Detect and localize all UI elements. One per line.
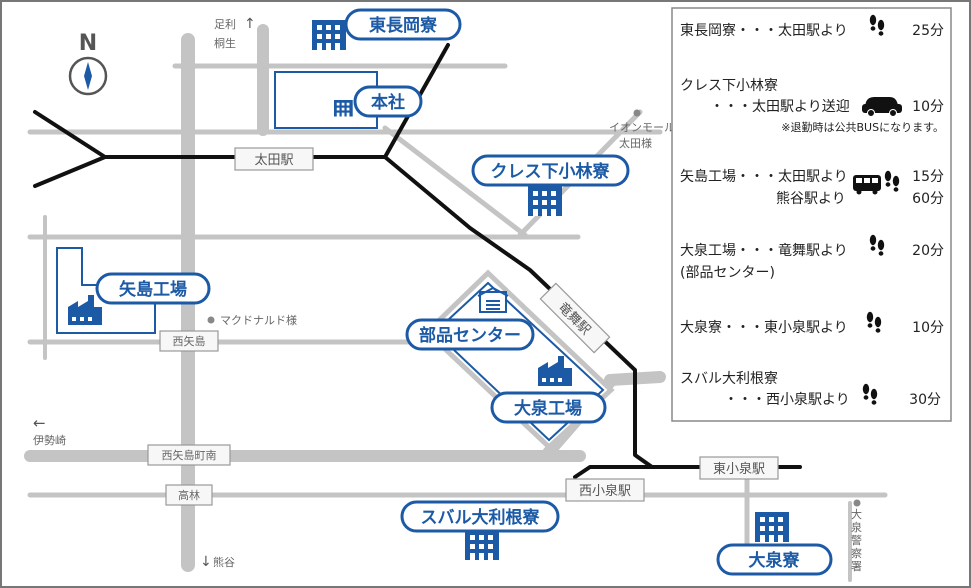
facility-subaru-label: スバル大利根寮	[421, 507, 540, 528]
svg-text:察: 察	[851, 546, 862, 560]
aeon-marker-icon	[633, 109, 641, 117]
svg-text:矢島工場・・・太田駅より: 矢島工場・・・太田駅より	[680, 169, 848, 185]
station-nishiyajima-label: 西矢島	[173, 334, 206, 348]
facility-honsha-label: 本社	[371, 92, 405, 113]
landmark-aeon-line1: イオンモール	[609, 121, 675, 134]
station-nishiyajima-cho-minami: 西矢島町南	[147, 444, 231, 466]
oizumi-ryo-building-icon	[755, 512, 789, 542]
facility-yajima-label: 矢島工場	[119, 279, 187, 300]
compass-north-label: N	[79, 31, 97, 56]
station-nishi-koizumi: 西小泉駅	[565, 478, 645, 502]
honsha-outline	[274, 71, 378, 129]
direction-isesaki: 伊勢崎	[33, 433, 66, 447]
svg-text:10分: 10分	[912, 320, 944, 336]
svg-text:署: 署	[851, 560, 862, 573]
svg-text:・・・太田駅より送迎: ・・・太田駅より送迎	[710, 99, 850, 115]
legend-row-higashi-nagaoka: 東長岡寮・・・太田駅より 25分	[680, 14, 944, 39]
station-ota-label: 太田駅	[254, 153, 293, 168]
legend-row-kuresu: クレス下小林寮 ・・・太田駅より送迎 10分 ※退勤時は公共BUSになります。	[680, 77, 944, 134]
svg-text:30分: 30分	[909, 392, 941, 408]
station-nishiyajima-cho-minami-label: 西矢島町南	[162, 448, 217, 462]
landmark-aeon-line2: 太田様	[619, 136, 652, 150]
svg-text:泉: 泉	[851, 520, 862, 534]
facility-buhin-label: 部品センター	[419, 325, 521, 346]
svg-text:60分: 60分	[912, 191, 944, 207]
facility-higashi-nagaoka[interactable]: 東長岡寮	[344, 8, 462, 41]
facility-oizumi-koujou[interactable]: 大泉工場	[490, 391, 607, 424]
station-nishiyajima: 西矢島	[159, 330, 219, 352]
compass: N	[68, 31, 108, 96]
legend-panel: 東長岡寮・・・太田駅より 25分 クレス下小林寮 ・・・太田駅より送迎 10分 …	[671, 7, 952, 422]
station-nishi-koizumi-label: 西小泉駅	[579, 483, 631, 499]
svg-text:熊谷駅より: 熊谷駅より	[776, 191, 846, 207]
subaru-building-icon	[465, 530, 499, 560]
svg-text:25分: 25分	[912, 23, 944, 39]
legend-row-yajima: 矢島工場・・・太田駅より 熊谷駅より 15分 60分	[680, 169, 944, 207]
svg-text:※退勤時は公共BUSになります。: ※退勤時は公共BUSになります。	[781, 121, 944, 134]
svg-text:スバル大利根寮: スバル大利根寮	[680, 370, 778, 387]
station-higashi-koizumi-label: 東小泉駅	[713, 461, 765, 477]
legend-row-oizumi-ryo: 大泉寮・・・東小泉駅より 10分	[680, 311, 944, 336]
facility-yajima[interactable]: 矢島工場	[95, 272, 211, 305]
direction-kumagaya: 熊谷	[213, 555, 235, 569]
honsha-building-icon	[334, 100, 353, 117]
car-icon	[862, 97, 902, 117]
svg-text:大泉寮・・・東小泉駅より: 大泉寮・・・東小泉駅より	[680, 319, 848, 336]
svg-text:警: 警	[851, 533, 862, 547]
legend-row-subaru: スバル大利根寮 ・・・西小泉駅より 30分	[680, 370, 941, 408]
arrow-left-icon: ←	[33, 414, 46, 432]
station-higashi-koizumi: 東小泉駅	[699, 456, 779, 480]
svg-text:・・・西小泉駅より: ・・・西小泉駅より	[724, 391, 850, 408]
svg-text:大泉工場・・・竜舞駅より: 大泉工場・・・竜舞駅より	[680, 242, 848, 259]
station-takabayashi-label: 高林	[178, 488, 200, 502]
arrow-down-icon: ↓	[200, 554, 212, 570]
legend-row-oizumi-koujou: 大泉工場・・・竜舞駅より (部品センター) 20分	[680, 234, 944, 281]
warehouse-icon	[477, 286, 509, 313]
facility-buhin[interactable]: 部品センター	[405, 318, 535, 351]
facility-higashi-nagaoka-label: 東長岡寮	[369, 15, 437, 36]
facility-oizumi-ryo[interactable]: 大泉寮	[716, 543, 833, 576]
svg-text:東長岡寮・・・太田駅より: 東長岡寮・・・太田駅より	[680, 22, 848, 39]
landmark-police: 大 泉 警 察 署	[851, 507, 862, 573]
landmark-mcdonalds: マクドナルド様	[220, 313, 297, 327]
higashi-nagaoka-building-icon	[312, 20, 346, 50]
police-marker-icon	[853, 499, 861, 507]
direction-ashikaga: 足利	[214, 18, 236, 31]
station-takabayashi: 高林	[165, 484, 213, 506]
svg-text:(部品センター): (部品センター)	[680, 265, 775, 281]
facility-kuresu-label: クレス下小林寮	[491, 161, 610, 182]
facility-oizumi-koujou-label: 大泉工場	[514, 398, 582, 419]
svg-text:クレス下小林寮: クレス下小林寮	[680, 77, 778, 94]
direction-kiryu: 桐生	[214, 36, 236, 50]
arrow-up-icon: ↑	[244, 16, 256, 32]
bus-icon	[853, 175, 881, 195]
svg-text:10分: 10分	[912, 99, 944, 115]
facility-subaru[interactable]: スバル大利根寮	[400, 500, 560, 533]
kuresu-building-icon	[528, 186, 562, 216]
svg-text:15分: 15分	[912, 169, 944, 185]
facility-honsha[interactable]: 本社	[353, 85, 423, 118]
facility-kuresu[interactable]: クレス下小林寮	[471, 154, 630, 187]
mcdonalds-marker-icon	[207, 316, 215, 324]
facility-oizumi-ryo-label: 大泉寮	[749, 550, 800, 571]
station-ota: 太田駅	[234, 147, 314, 171]
svg-text:大: 大	[851, 507, 862, 521]
svg-text:20分: 20分	[912, 243, 944, 259]
